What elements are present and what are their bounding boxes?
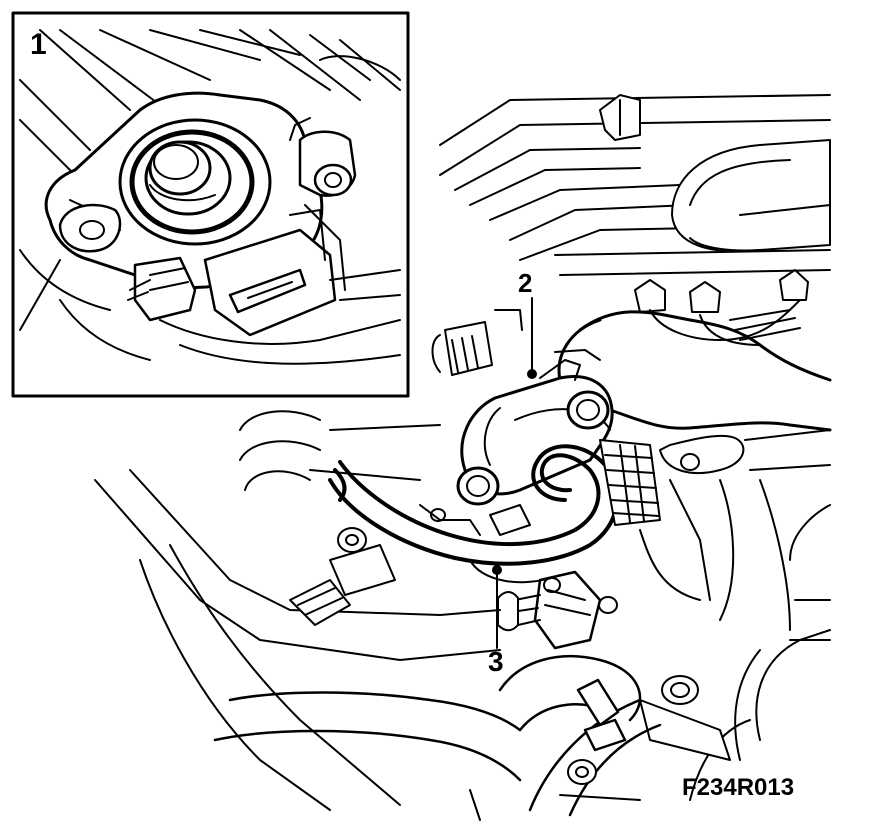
right-engine-block: [639, 429, 831, 641]
wiring-clips: [634, 269, 809, 346]
coolant-hose: [557, 310, 832, 432]
intake-manifold: [439, 94, 831, 276]
callout-label-3: 3: [488, 646, 504, 677]
mid-details: [309, 424, 561, 584]
thermostat-housing: [456, 349, 614, 506]
figure-id-label: F234R013: [682, 774, 795, 801]
upper-connector: [431, 309, 523, 376]
inset-detail: [11, 11, 410, 398]
main-scene: [94, 94, 832, 821]
inset-number-label: 1: [30, 28, 47, 61]
callout-leaders: [492, 297, 537, 649]
bottom-bolts: [469, 759, 641, 821]
callout-label-2: 2: [518, 268, 533, 298]
grille: [599, 439, 661, 526]
oil-filter: [639, 629, 831, 801]
left-pipes: [94, 410, 501, 811]
lower-connector: [497, 570, 618, 650]
lower-hose: [213, 655, 662, 817]
